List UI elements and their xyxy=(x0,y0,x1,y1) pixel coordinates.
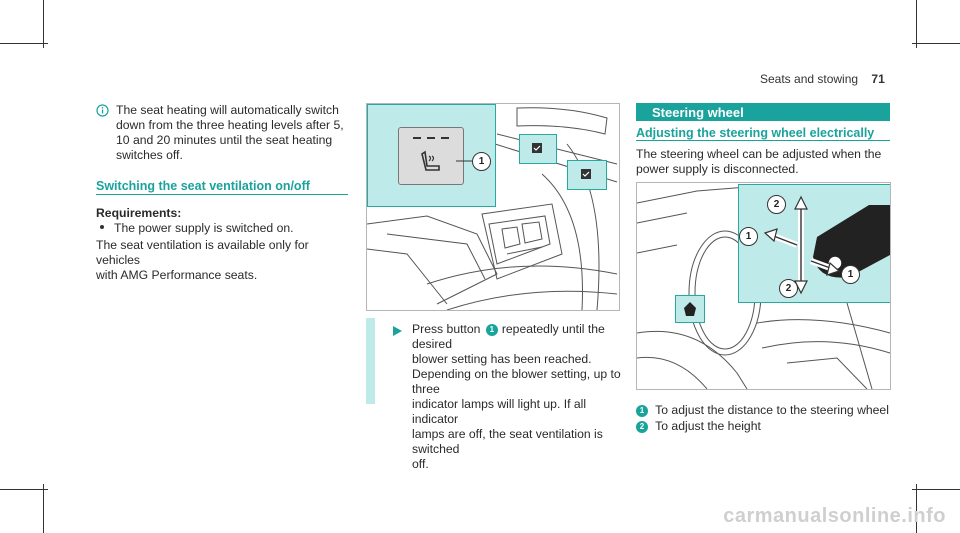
steering-subheading: Adjusting the steering wheel electricall… xyxy=(636,126,875,140)
steering-lever-drawing xyxy=(763,195,890,295)
seat-ventilation-icon xyxy=(421,150,440,171)
seat-ventilation-figure: 1 xyxy=(366,103,620,311)
requirement-item: The power supply is switched on. xyxy=(96,221,294,236)
crop-mark xyxy=(916,0,917,48)
instruction-side-bar xyxy=(366,318,375,404)
figure-badge-1-left: 1 xyxy=(739,227,758,246)
ventilation-button xyxy=(398,127,464,185)
legend-item: 1 To adjust the distance to the steering… xyxy=(636,403,896,418)
crop-mark xyxy=(912,43,960,44)
note-line: switches off. xyxy=(116,148,183,162)
figure-legend: 1 To adjust the distance to the steering… xyxy=(636,403,896,434)
note-line: The seat heating will automatically swit… xyxy=(116,103,339,117)
page-number: 71 xyxy=(871,72,885,86)
watermark: carmanualsonline.info xyxy=(723,505,946,527)
section-band: Steering wheel xyxy=(636,103,890,121)
steering-wheel-figure: 2 1 1 2 xyxy=(636,182,891,390)
steering-callout: 2 1 1 2 xyxy=(738,184,890,303)
figure-badge-2-top: 2 xyxy=(767,195,786,214)
legend-item: 2 To adjust the height xyxy=(636,419,896,434)
subheading-rule xyxy=(96,194,348,195)
subheading-rule xyxy=(636,140,890,141)
info-icon xyxy=(96,104,109,117)
crop-mark xyxy=(43,0,44,48)
indicator-lamps xyxy=(413,137,449,139)
switch-callout xyxy=(675,295,705,323)
crop-mark xyxy=(912,489,960,490)
section-title: Seats and stowing xyxy=(760,72,859,86)
figure-badge-2-bottom: 2 xyxy=(779,279,798,298)
crop-mark xyxy=(0,489,48,490)
callout-leader xyxy=(456,160,472,162)
ventilation-paragraph: The seat ventilation is available only f… xyxy=(96,238,309,282)
switch-icon xyxy=(684,302,696,316)
callout-badge: 1 xyxy=(472,152,491,171)
bullet xyxy=(100,225,104,229)
section-subheading: Switching the seat ventilation on/off xyxy=(96,179,310,193)
instruction-badge: 1 xyxy=(485,324,498,336)
checkmark-icon xyxy=(532,143,542,153)
crop-mark xyxy=(43,484,44,533)
crop-mark xyxy=(916,484,917,533)
steering-paragraph: The steering wheel can be adjusted when … xyxy=(636,147,882,176)
crop-mark xyxy=(0,43,48,44)
button-callout: 1 xyxy=(367,104,496,207)
note-line: 10 and 20 minutes until the seat heating xyxy=(116,133,333,147)
note-line: down from the three heating levels after… xyxy=(116,118,344,132)
triangle-right-icon xyxy=(393,326,402,336)
band-title: Steering wheel xyxy=(652,105,744,120)
figure-badge-1-right: 1 xyxy=(841,265,860,284)
checkmark-icon xyxy=(581,169,591,179)
requirements-label: Requirements: xyxy=(96,206,182,220)
page-header: Seats and stowing 71 xyxy=(760,72,885,86)
